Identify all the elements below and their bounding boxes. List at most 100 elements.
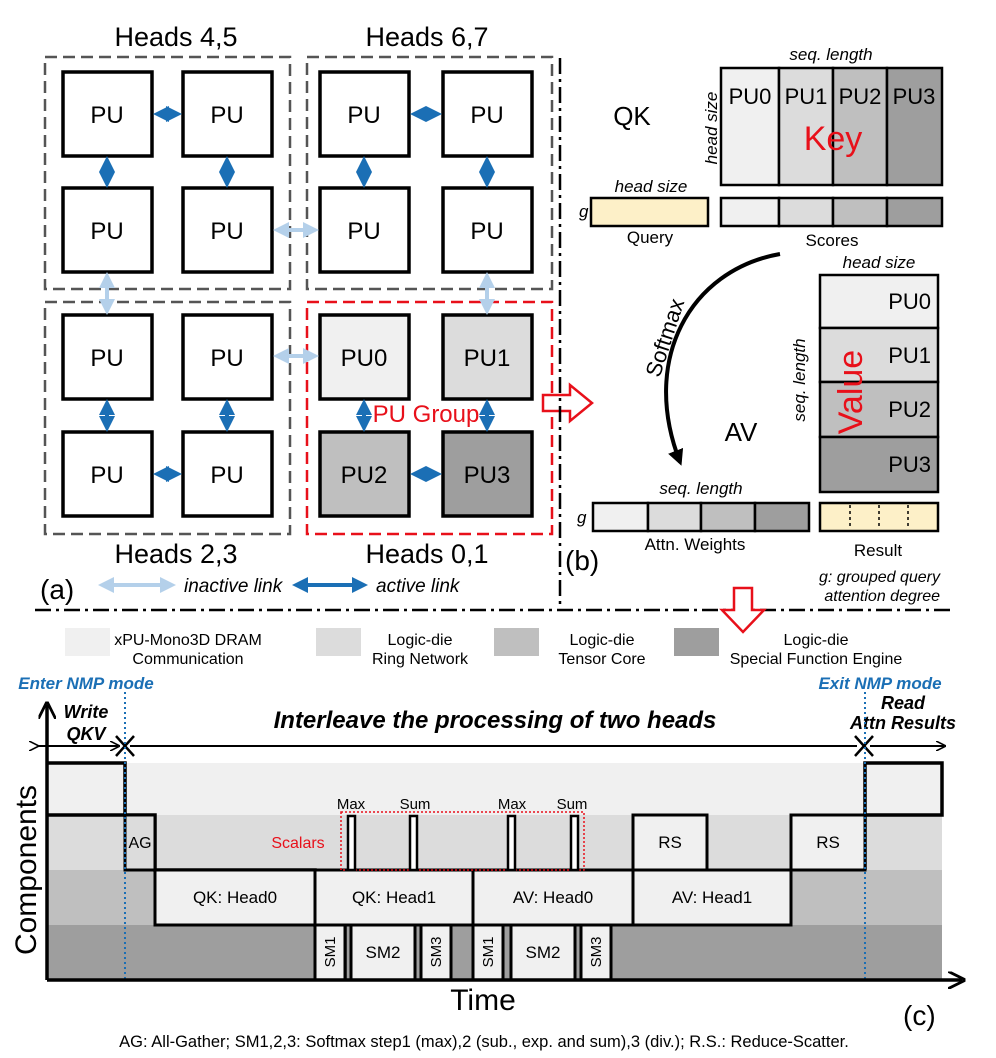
inactive-links — [99, 222, 495, 364]
svg-text:RS: RS — [658, 833, 682, 852]
query-matrix — [589, 196, 710, 228]
svg-text:PU: PU — [210, 345, 243, 372]
attn-g-label: g — [577, 508, 587, 527]
write-label-1: Write — [64, 702, 109, 722]
pu-box: PU — [318, 186, 411, 274]
value-seq-length-label: seq. length — [790, 338, 809, 421]
scores-label: Scores — [806, 231, 859, 250]
panel-b-label: (b) — [565, 545, 599, 576]
active-links — [99, 106, 495, 482]
svg-text:SM2: SM2 — [366, 943, 401, 962]
softmax-label: Softmax — [641, 295, 690, 379]
key-pu2: PU2 — [839, 84, 882, 109]
pu-box: PU — [181, 430, 274, 518]
task-sm3-a: SM3 — [419, 923, 453, 982]
attn-weights-matrix — [591, 501, 811, 533]
svg-text:PU2: PU2 — [341, 462, 388, 489]
interleave-label: Interleave the processing of two heads — [274, 707, 717, 734]
enter-nmp-label: Enter NMP mode — [18, 674, 153, 693]
svg-text:PU0: PU0 — [341, 345, 388, 372]
key-head-size-label: head size — [702, 92, 721, 165]
value-head-size-label: head size — [843, 253, 916, 272]
value-pu1: PU1 — [888, 343, 931, 368]
value-pu2: PU2 — [888, 397, 931, 422]
panel-c-label: (c) — [903, 1000, 936, 1031]
svg-text:PU3: PU3 — [464, 462, 511, 489]
svg-text:QK: Head1: QK: Head1 — [352, 888, 436, 907]
task-av-head1: AV: Head1 — [631, 868, 793, 927]
key-pu3: PU3 — [893, 84, 936, 109]
svg-text:AV: Head0: AV: Head0 — [513, 888, 593, 907]
active-link-legend-label: active link — [376, 576, 461, 597]
read-label-1: Read — [881, 693, 926, 713]
pu-box: PU — [61, 70, 154, 158]
svg-text:QK: Head0: QK: Head0 — [193, 888, 277, 907]
svg-text:PU: PU — [90, 218, 123, 245]
legend-sfe-line2: Special Function Engine — [730, 651, 903, 668]
task-sm2-a: SM2 — [349, 923, 417, 982]
svg-text:PU: PU — [470, 218, 503, 245]
footnote-line1: g: grouped query — [819, 569, 941, 586]
svg-text:SM1: SM1 — [480, 937, 497, 968]
legend-swatch-dram — [65, 628, 110, 656]
result-label: Result — [854, 541, 902, 560]
task-qk-head1: QK: Head1 — [313, 868, 475, 927]
inactive-link-legend-label: inactive link — [184, 576, 284, 597]
value-pu0: PU0 — [888, 289, 931, 314]
task-sm3-b: SM3 — [579, 923, 613, 982]
pu-group-label: PU Group — [373, 401, 480, 428]
legend-dram-line1: xPU-Mono3D DRAM — [114, 632, 262, 649]
legend-sfe-line1: Logic-die — [784, 632, 849, 649]
legend: xPU-Mono3D DRAM Communication Logic-die … — [65, 628, 902, 668]
av-label: AV — [725, 417, 758, 447]
softmax-arrow — [664, 252, 781, 466]
group-to-b-arrow — [541, 382, 594, 424]
svg-text:Max: Max — [498, 796, 527, 813]
legend-ring-line2: Ring Network — [372, 651, 469, 668]
pu-box: PU — [61, 186, 154, 274]
svg-text:PU: PU — [347, 102, 380, 129]
pu-box: PU — [441, 70, 534, 158]
svg-text:PU: PU — [210, 218, 243, 245]
pu-box: PU — [318, 70, 411, 158]
panel-a: Heads 4,5 Heads 6,7 PU PU PU PU PU PU PU… — [40, 22, 594, 605]
task-sm1-a: SM1 — [313, 923, 347, 982]
task-ag: AG — [123, 813, 157, 872]
pu-box: PU — [181, 70, 274, 158]
pu-box: PU — [181, 186, 274, 274]
panel-c: Enter NMP mode Exit NMP mode Write QKV R… — [10, 674, 962, 1031]
svg-text:PU: PU — [210, 102, 243, 129]
pu-box: PU — [61, 313, 154, 401]
legend-tensor-line1: Logic-die — [570, 632, 635, 649]
scalar-max-b: Max — [498, 796, 527, 872]
svg-text:SM3: SM3 — [428, 937, 445, 968]
svg-text:PU1: PU1 — [464, 345, 511, 372]
task-qk-head0: QK: Head0 — [153, 868, 317, 927]
legend-swatch-tensor — [494, 628, 539, 656]
span-cross-left — [115, 735, 135, 757]
span-cross-right — [854, 735, 874, 757]
heads-45-label: Heads 4,5 — [114, 22, 237, 52]
pu2-box: PU2 — [318, 430, 411, 518]
key-pu1: PU1 — [785, 84, 828, 109]
scores-matrix — [719, 196, 944, 228]
scalars-label: Scalars — [271, 835, 324, 852]
query-g-label: g — [579, 202, 589, 221]
pu0-box: PU0 — [318, 313, 411, 401]
legend-dram-line2: Communication — [132, 651, 243, 668]
pu-box: PU — [61, 430, 154, 518]
y-axis-label: Components — [10, 785, 43, 955]
value-matrix: PU0 PU1 PU2 PU3 Value — [818, 273, 940, 494]
svg-text:SM1: SM1 — [322, 937, 339, 968]
attn-seq-length-label: seq. length — [659, 479, 742, 498]
pu3-box: PU3 — [441, 430, 534, 518]
heads-67-label: Heads 6,7 — [365, 22, 488, 52]
legend-swatch-sfe — [674, 628, 719, 656]
heads-23-label: Heads 2,3 — [114, 539, 237, 569]
pu1-box: PU1 — [441, 313, 534, 401]
scalar-max-a: Max — [337, 796, 366, 872]
svg-text:RS: RS — [816, 833, 840, 852]
legend-swatch-ring — [316, 628, 361, 656]
task-rs-1: RS — [631, 813, 709, 872]
